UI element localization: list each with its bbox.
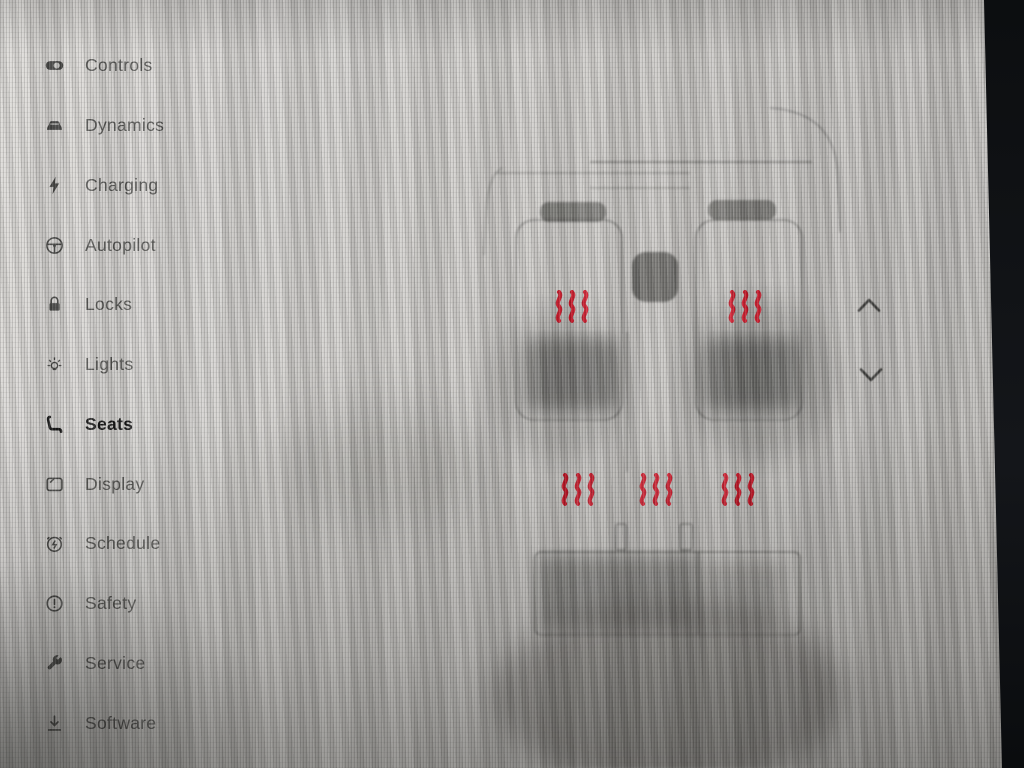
scroll-up-button[interactable] [846, 289, 892, 321]
steering-wheel-icon [42, 233, 66, 257]
display-icon [42, 472, 66, 496]
floor-shadow [495, 600, 845, 768]
sidebar-item-controls[interactable]: Controls [0, 36, 270, 96]
schedule-icon [42, 532, 66, 556]
toggle-icon [42, 54, 66, 78]
chevron-up-icon [856, 297, 882, 313]
seat-heater-front-left[interactable] [554, 290, 590, 324]
sidebar-item-service[interactable]: Service [0, 634, 270, 694]
seat-heater-rear-left[interactable] [560, 473, 596, 507]
light-icon [42, 353, 66, 377]
heat-waves-icon [555, 290, 589, 323]
chevron-down-icon [858, 367, 884, 383]
sidebar-item-seats[interactable]: Seats [0, 395, 270, 455]
scroll-down-button[interactable] [848, 359, 894, 391]
front-right-headrest [708, 200, 776, 220]
car-shading [490, 200, 845, 768]
seat-heater-rear-right[interactable] [720, 473, 756, 507]
sidebar: Controls Dynamics Charging Autopilot Loc… [0, 0, 270, 768]
bolt-icon [42, 173, 66, 197]
sidebar-item-display[interactable]: Display [0, 454, 270, 514]
heat-waves-icon [639, 473, 673, 506]
seat-heater-front-right[interactable] [727, 290, 763, 324]
sidebar-item-charging[interactable]: Charging [0, 156, 270, 216]
seat-icon [42, 412, 66, 436]
safety-icon [42, 592, 66, 616]
sidebar-item-schedule[interactable]: Schedule [0, 514, 270, 574]
car-icon [42, 114, 66, 138]
screen-reflection [280, 400, 490, 530]
buckle-right [679, 523, 693, 551]
heat-waves-icon [561, 473, 595, 506]
car-body-left-corner [483, 167, 503, 256]
sidebar-item-locks[interactable]: Locks [0, 275, 270, 335]
buckle-left [615, 523, 627, 551]
download-icon [42, 711, 66, 735]
car-top-view [483, 107, 845, 768]
sidebar-item-dynamics[interactable]: Dynamics [0, 96, 270, 156]
front-left-headrest [540, 202, 606, 222]
wrench-icon [42, 651, 66, 675]
sidebar-item-safety[interactable]: Safety [0, 574, 270, 634]
seat-heater-rear-center[interactable] [638, 473, 674, 507]
heat-waves-icon [721, 473, 755, 506]
car-body-right-corner [769, 107, 841, 233]
heat-waves-icon [728, 290, 762, 323]
sidebar-item-lights[interactable]: Lights [0, 335, 270, 395]
lock-icon [42, 293, 66, 317]
sidebar-item-autopilot[interactable]: Autopilot [0, 215, 270, 275]
sidebar-item-software[interactable]: Software [0, 693, 270, 753]
center-console [632, 252, 678, 302]
